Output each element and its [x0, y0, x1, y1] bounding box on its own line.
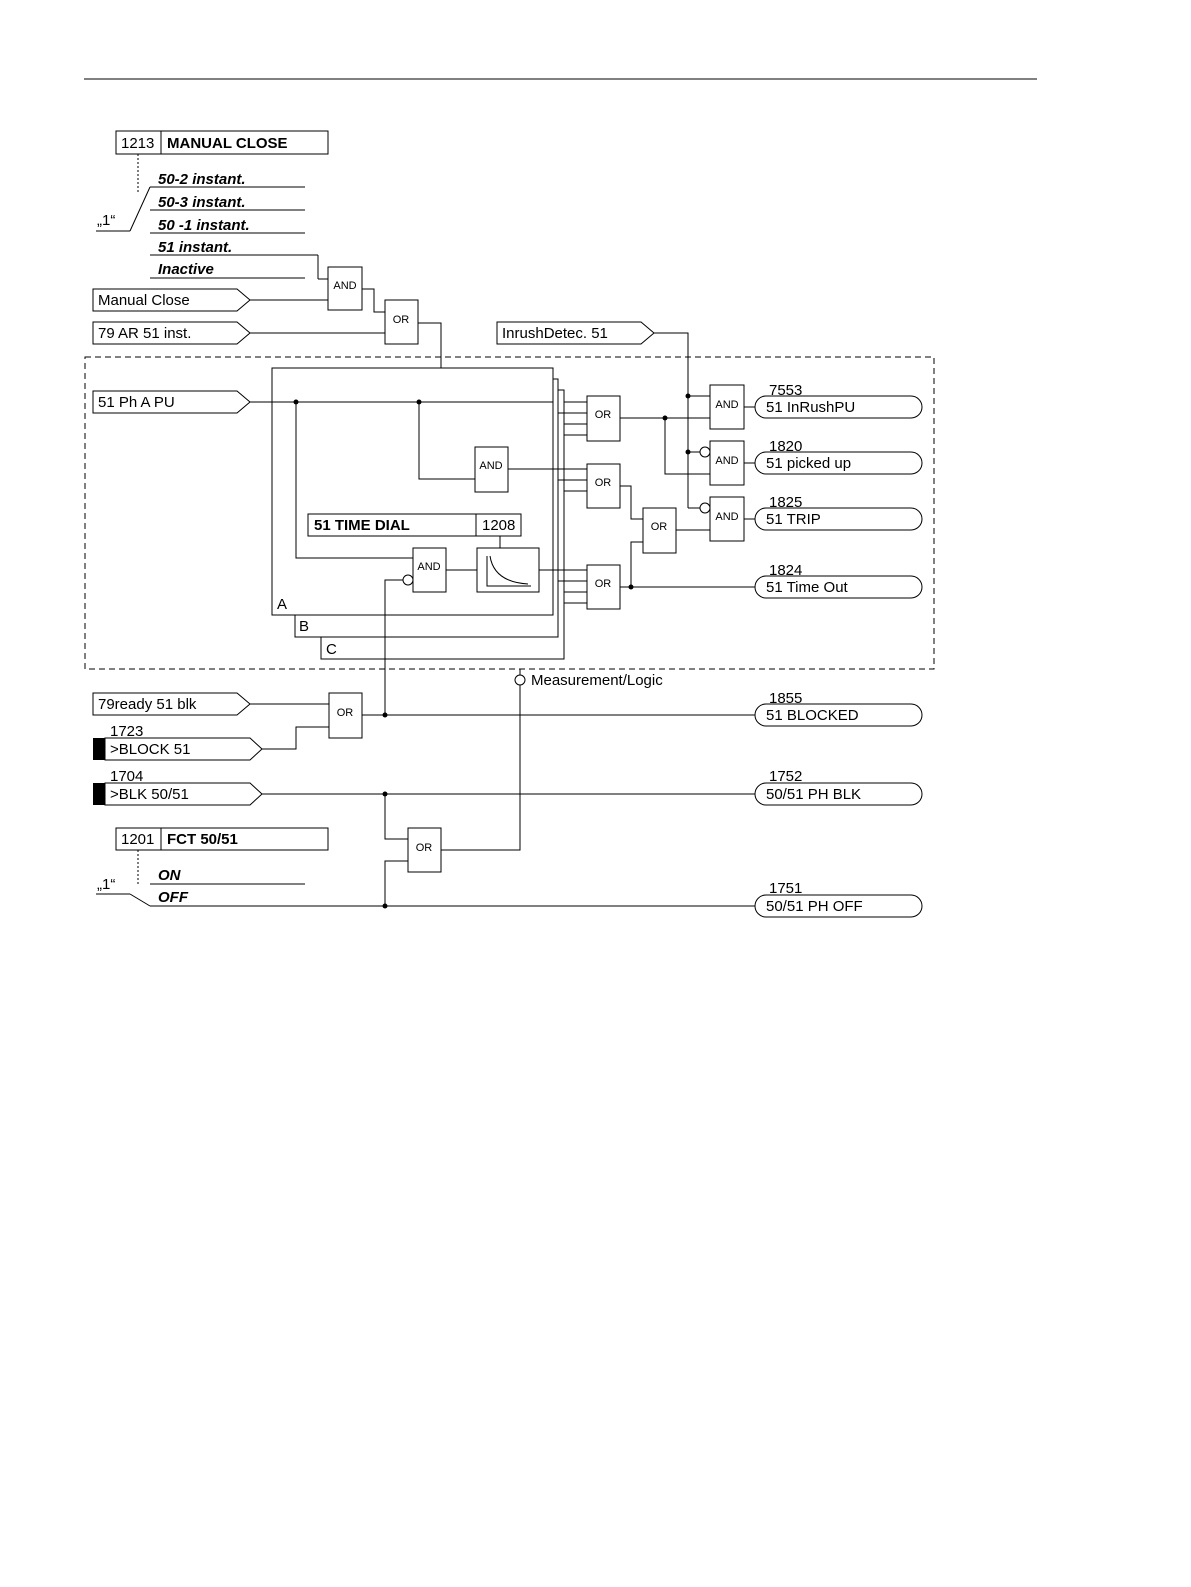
and-gate-manual-close: AND	[327, 266, 363, 311]
svg-text:7553: 7553	[769, 382, 802, 399]
input-79-ar-51-inst: 79 AR 51 inst.	[92, 321, 385, 345]
svg-text:51 InRushPU: 51 InRushPU	[766, 399, 855, 416]
svg-text:79ready 51 blk: 79ready 51 blk	[98, 696, 197, 713]
svg-text:AND: AND	[333, 280, 356, 292]
svg-text:C: C	[326, 641, 337, 658]
svg-text:50/51 PH OFF: 50/51 PH OFF	[766, 898, 863, 915]
output-50-51-ph-blk: 1752 50/51 PH BLK	[754, 768, 923, 806]
or-gate-function: OR	[407, 827, 442, 873]
svg-text:51 TIME DIAL: 51 TIME DIAL	[314, 517, 410, 534]
svg-text:AND: AND	[715, 399, 738, 411]
svg-text:1752: 1752	[769, 768, 802, 785]
svg-text:OR: OR	[337, 707, 354, 719]
option-50-2-instant: 50-2 instant.	[158, 171, 246, 188]
or-gate-manual-close: OR	[384, 299, 419, 345]
setting-manual-close-name: MANUAL CLOSE	[167, 135, 288, 152]
svg-text:OR: OR	[393, 314, 410, 326]
setting-fct-50-51: 1201 FCT 50/51 „1“ ON OFF	[96, 827, 755, 907]
option-51-instant: 51 instant.	[158, 239, 232, 256]
svg-text:InrushDetec. 51: InrushDetec. 51	[502, 325, 608, 342]
option-on: ON	[158, 867, 182, 884]
svg-text:AND: AND	[479, 460, 502, 472]
svg-text:1820: 1820	[769, 438, 802, 455]
option-off: OFF	[158, 889, 189, 906]
svg-text:>BLOCK 51: >BLOCK 51	[110, 741, 190, 758]
svg-text:A: A	[277, 596, 287, 613]
or-gate-highset: OR	[586, 463, 621, 509]
svg-text:Manual Close: Manual Close	[98, 292, 190, 309]
or-gate-trip: OR	[642, 507, 677, 554]
inverse-time-curve-icon	[476, 547, 540, 593]
input-inrush-detect: InrushDetec. 51	[496, 321, 689, 508]
svg-text:1824: 1824	[769, 562, 802, 579]
svg-text:OR: OR	[595, 578, 612, 590]
setting-51-time-dial: 51 TIME DIAL 1208	[307, 513, 522, 548]
phase-output-wiring	[558, 412, 587, 604]
option-50-1-instant: 50 -1 instant.	[158, 217, 250, 234]
svg-text:FCT 50/51: FCT 50/51	[167, 831, 238, 848]
option-50-3-instant: 50-3 instant.	[158, 194, 246, 211]
svg-text:1825: 1825	[769, 494, 802, 511]
svg-text:51 TRIP: 51 TRIP	[766, 511, 821, 528]
output-50-51-ph-off: 1751 50/51 PH OFF	[754, 880, 923, 918]
or-gate-pickup: OR	[586, 395, 621, 442]
and-gate-trip: AND	[699, 496, 745, 542]
output-51-blocked: 1855 51 BLOCKED	[754, 690, 923, 727]
svg-text:AND: AND	[417, 561, 440, 573]
svg-text:Measurement/Logic: Measurement/Logic	[531, 672, 663, 689]
manual-close-switch-label: „1“	[97, 212, 115, 229]
svg-text:1751: 1751	[769, 880, 802, 897]
svg-text:51 picked up: 51 picked up	[766, 455, 851, 472]
and-gate-phase-a-highset: AND	[474, 446, 509, 493]
output-51-picked-up: 1820 51 picked up	[754, 438, 923, 475]
option-inactive: Inactive	[158, 261, 214, 278]
svg-text:OR: OR	[651, 521, 668, 533]
measurement-logic-frame	[84, 356, 935, 670]
svg-text:OR: OR	[595, 409, 612, 421]
and-gate-inrush-pu: AND	[709, 384, 745, 430]
setting-manual-close: 1213 MANUAL CLOSE „1“ 50-2 instant. 50-3…	[96, 130, 329, 280]
input-manual-close: Manual Close	[92, 288, 328, 312]
or-gate-timeout: OR	[586, 564, 621, 610]
or-gate-block: OR	[328, 692, 363, 739]
svg-text:B: B	[299, 618, 309, 635]
and-gate-picked-up: AND	[699, 440, 745, 486]
svg-text:51 Time Out: 51 Time Out	[766, 579, 849, 596]
measurement-logic-marker: Measurement/Logic	[441, 669, 663, 851]
input-block-51: 1723 >BLOCK 51	[93, 723, 329, 761]
svg-text:51 BLOCKED: 51 BLOCKED	[766, 707, 859, 724]
svg-text:1201: 1201	[121, 831, 154, 848]
svg-text:AND: AND	[715, 511, 738, 523]
input-79ready-51-blk: 79ready 51 blk	[92, 692, 329, 716]
svg-text:1208: 1208	[482, 517, 515, 534]
svg-text:79 AR 51 inst.: 79 AR 51 inst.	[98, 325, 191, 342]
svg-text:OR: OR	[416, 842, 433, 854]
input-51-ph-a-pu: 51 Ph A PU	[92, 390, 251, 414]
svg-text:OR: OR	[595, 477, 612, 489]
svg-text:1704: 1704	[110, 768, 143, 785]
setting-manual-close-address: 1213	[121, 135, 154, 152]
output-51-inrush-pu: 7553 51 InRushPU	[754, 382, 923, 419]
output-51-trip: 1825 51 TRIP	[754, 494, 923, 531]
input-blk-50-51: 1704 >BLK 50/51	[93, 768, 263, 806]
svg-text:1855: 1855	[769, 690, 802, 707]
svg-text:50/51 PH BLK: 50/51 PH BLK	[766, 786, 861, 803]
svg-text:51 Ph A PU: 51 Ph A PU	[98, 394, 175, 411]
svg-text:AND: AND	[715, 455, 738, 467]
and-gate-time-delay: AND	[402, 547, 447, 593]
svg-text:1723: 1723	[110, 723, 143, 740]
svg-text:>BLK 50/51: >BLK 50/51	[110, 786, 189, 803]
output-51-time-out: 1824 51 Time Out	[754, 562, 923, 599]
svg-text:„1“: „1“	[97, 876, 115, 893]
